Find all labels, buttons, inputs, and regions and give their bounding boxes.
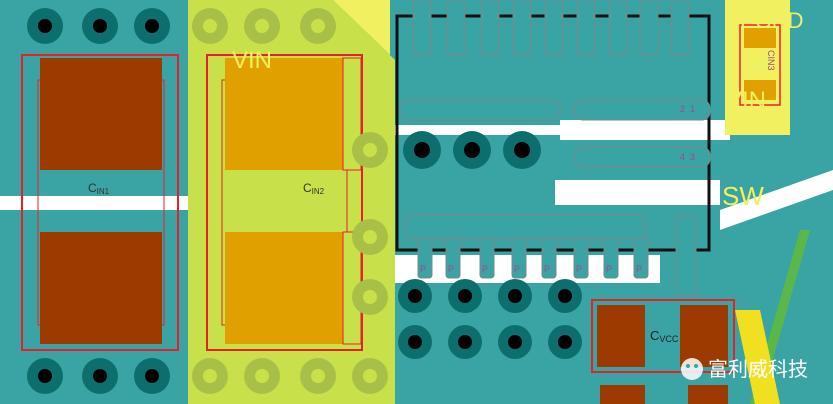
clearance-gap-diagonal bbox=[720, 170, 833, 230]
svg-text:P: P bbox=[576, 264, 582, 274]
ic-pad-sw bbox=[574, 146, 711, 168]
ic-bottom-pin-labels: P P P P P P P P bbox=[420, 264, 642, 274]
pin-number-1: 1 bbox=[690, 104, 695, 114]
yellow-trace-top bbox=[333, 0, 390, 55]
cin3-pad-bottom bbox=[744, 80, 776, 100]
cin2-pad-top bbox=[225, 58, 345, 170]
sw-label: SW bbox=[722, 181, 764, 211]
vias-bottom-left bbox=[27, 358, 170, 394]
ic-pad-vin bbox=[399, 99, 561, 121]
ic-pad-top-right bbox=[574, 99, 711, 121]
clearance-gap-ic-top bbox=[390, 125, 590, 135]
vias-vin-column bbox=[352, 132, 388, 315]
svg-text:P: P bbox=[482, 264, 488, 274]
cvcc-pad-below-right bbox=[688, 385, 728, 404]
svg-text:P: P bbox=[636, 264, 642, 274]
cin2-label: CIN2 bbox=[303, 181, 325, 196]
cvcc-pad-below bbox=[600, 385, 645, 404]
pin-number-4: 4 bbox=[680, 152, 685, 162]
pgnd-region bbox=[790, 0, 833, 140]
cvcc-pad-right bbox=[680, 305, 728, 367]
ic-pad-pgnd bbox=[404, 214, 646, 240]
pin-number-2: 2 bbox=[680, 104, 685, 114]
ic-vias-middle bbox=[403, 131, 541, 169]
vias-bottom-vin bbox=[192, 358, 388, 394]
svg-text:P: P bbox=[420, 264, 426, 274]
cvcc-outline bbox=[591, 299, 735, 373]
ic-bottom-pins bbox=[417, 237, 649, 279]
cvcc-label: CVCC bbox=[650, 328, 679, 344]
pin-number-3: 3 bbox=[690, 152, 695, 162]
svg-text:P: P bbox=[448, 264, 454, 274]
watermark-text: 富利威科技 bbox=[708, 358, 808, 381]
yellow-trace-right bbox=[725, 0, 790, 135]
vias-top-vin bbox=[192, 8, 336, 44]
clearance-gap-sw bbox=[560, 120, 730, 140]
pgnd-label: PGND bbox=[740, 8, 804, 33]
clearance-gap-sw-lower bbox=[555, 180, 720, 205]
vias-top-left bbox=[27, 8, 170, 44]
ic-pin-right bbox=[675, 214, 697, 296]
svg-text:P: P bbox=[606, 264, 612, 274]
cin3-pad-top bbox=[744, 28, 776, 48]
cin3-label: CIN3 bbox=[766, 50, 776, 71]
vin-label-right: VIN bbox=[726, 87, 766, 114]
cin1-label: CIN1 bbox=[88, 181, 110, 196]
watermark: 富利威科技 bbox=[681, 358, 808, 381]
cin1-outline bbox=[21, 54, 179, 351]
wechat-icon bbox=[681, 358, 703, 380]
cin1-pad-top bbox=[40, 58, 162, 170]
vin-label-left: VIN bbox=[232, 47, 272, 74]
ic-top-pins bbox=[412, 0, 690, 56]
svg-text:P: P bbox=[514, 264, 520, 274]
svg-text:P: P bbox=[544, 264, 550, 274]
cin1-pad-bottom bbox=[40, 232, 162, 344]
cin2-pad-bottom bbox=[225, 232, 345, 344]
ic-vias-bottom bbox=[398, 279, 582, 359]
cvcc-pad-left bbox=[597, 305, 645, 367]
cin3-outline bbox=[739, 24, 781, 106]
cin2-outline bbox=[206, 54, 363, 351]
yellow-diagonal-trace bbox=[735, 310, 780, 404]
